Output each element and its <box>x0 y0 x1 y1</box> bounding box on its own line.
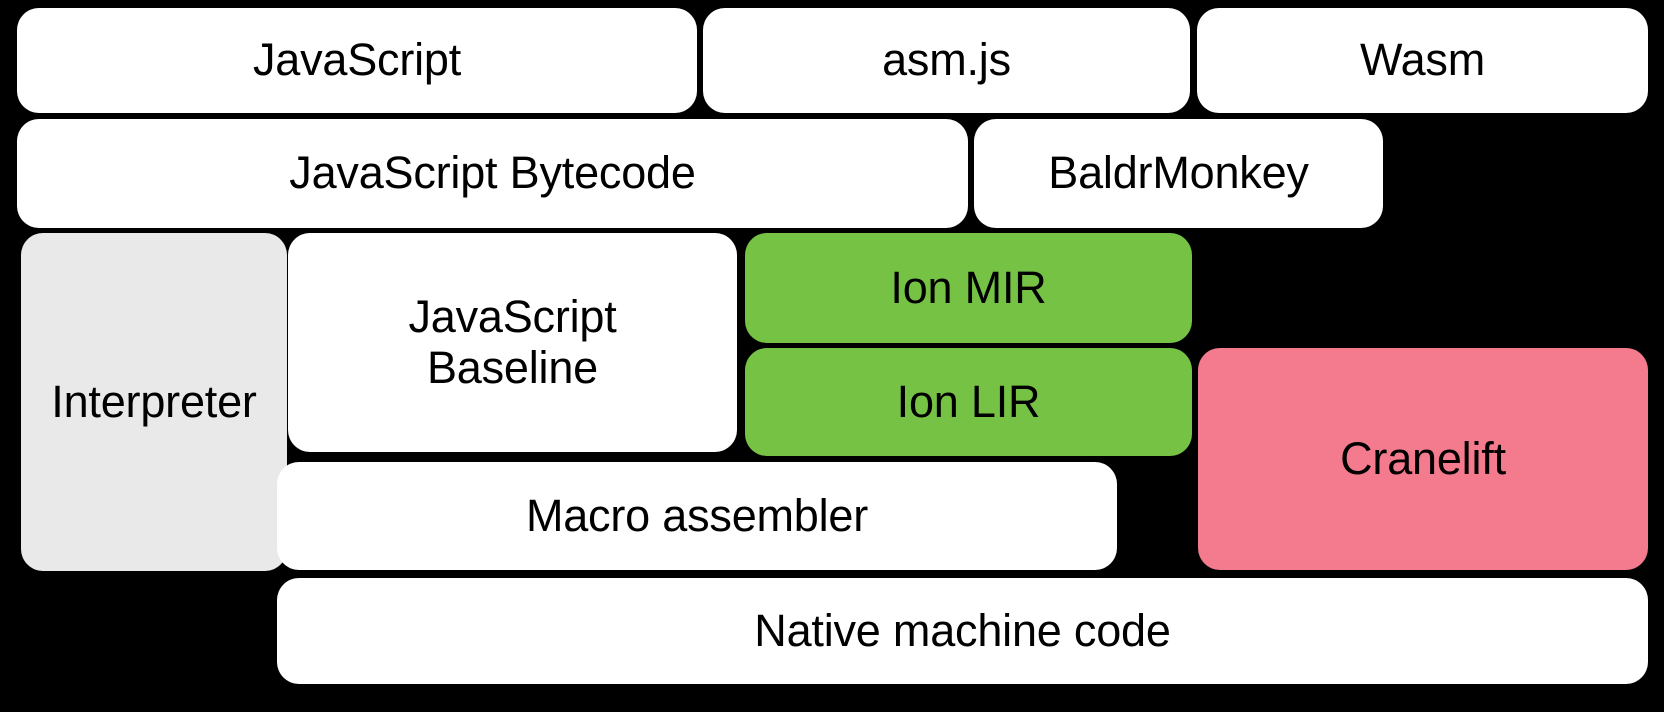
node-javascript: JavaScript <box>17 8 697 113</box>
node-interpreter: Interpreter <box>21 233 287 571</box>
node-native-machine-code: Native machine code <box>277 578 1648 684</box>
node-wasm: Wasm <box>1197 8 1648 113</box>
node-baldrmonkey: BaldrMonkey <box>974 119 1383 228</box>
node-ion-mir: Ion MIR <box>745 233 1192 343</box>
node-asm-js: asm.js <box>703 8 1190 113</box>
node-cranelift: Cranelift <box>1198 348 1648 570</box>
node-javascript-baseline: JavaScript Baseline <box>288 233 737 452</box>
node-ion-lir: Ion LIR <box>745 348 1192 456</box>
node-macro-assembler: Macro assembler <box>277 462 1117 570</box>
node-javascript-bytecode: JavaScript Bytecode <box>17 119 968 228</box>
